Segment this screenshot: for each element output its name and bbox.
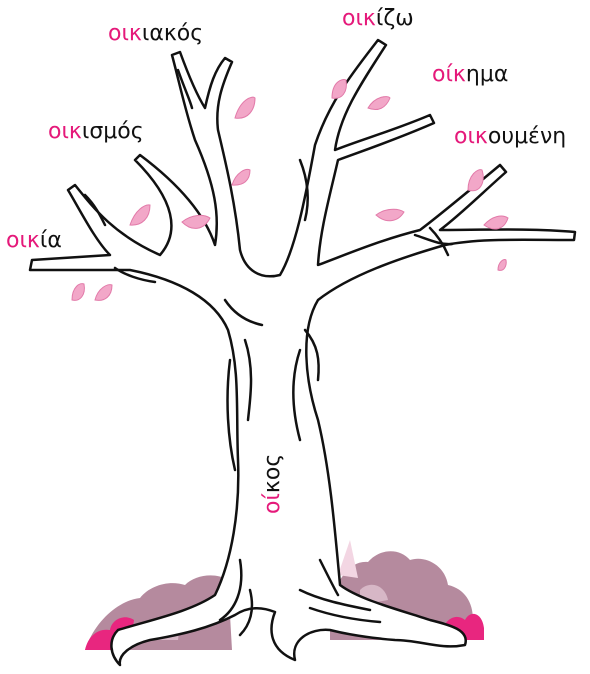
- word-root: οί: [260, 493, 285, 514]
- word-oikoumeni: οικουμένη: [454, 126, 566, 148]
- word-root: οικ: [48, 119, 82, 144]
- word-oikia: οικία: [6, 230, 62, 252]
- word-root: οίκ: [432, 62, 466, 87]
- word-root: οικ: [454, 124, 488, 149]
- word-oikizo: οικίζω: [342, 8, 414, 30]
- word-suffix: ίζω: [376, 6, 414, 31]
- word-oikismos: οικισμός: [48, 121, 144, 143]
- word-oikos-trunk: οίκος: [262, 454, 284, 514]
- word-suffix: ία: [40, 228, 62, 253]
- word-root: οικ: [6, 228, 40, 253]
- word-suffix: κος: [260, 454, 285, 493]
- word-suffix: ιακός: [142, 21, 203, 46]
- word-oikima: οίκημα: [432, 64, 508, 86]
- word-suffix: ημα: [466, 62, 508, 87]
- word-suffix: ισμός: [82, 119, 144, 144]
- word-root: οικ: [342, 6, 376, 31]
- word-suffix: ουμένη: [488, 124, 566, 149]
- word-oikiakos: οικιακός: [108, 23, 203, 45]
- word-root: οικ: [108, 21, 142, 46]
